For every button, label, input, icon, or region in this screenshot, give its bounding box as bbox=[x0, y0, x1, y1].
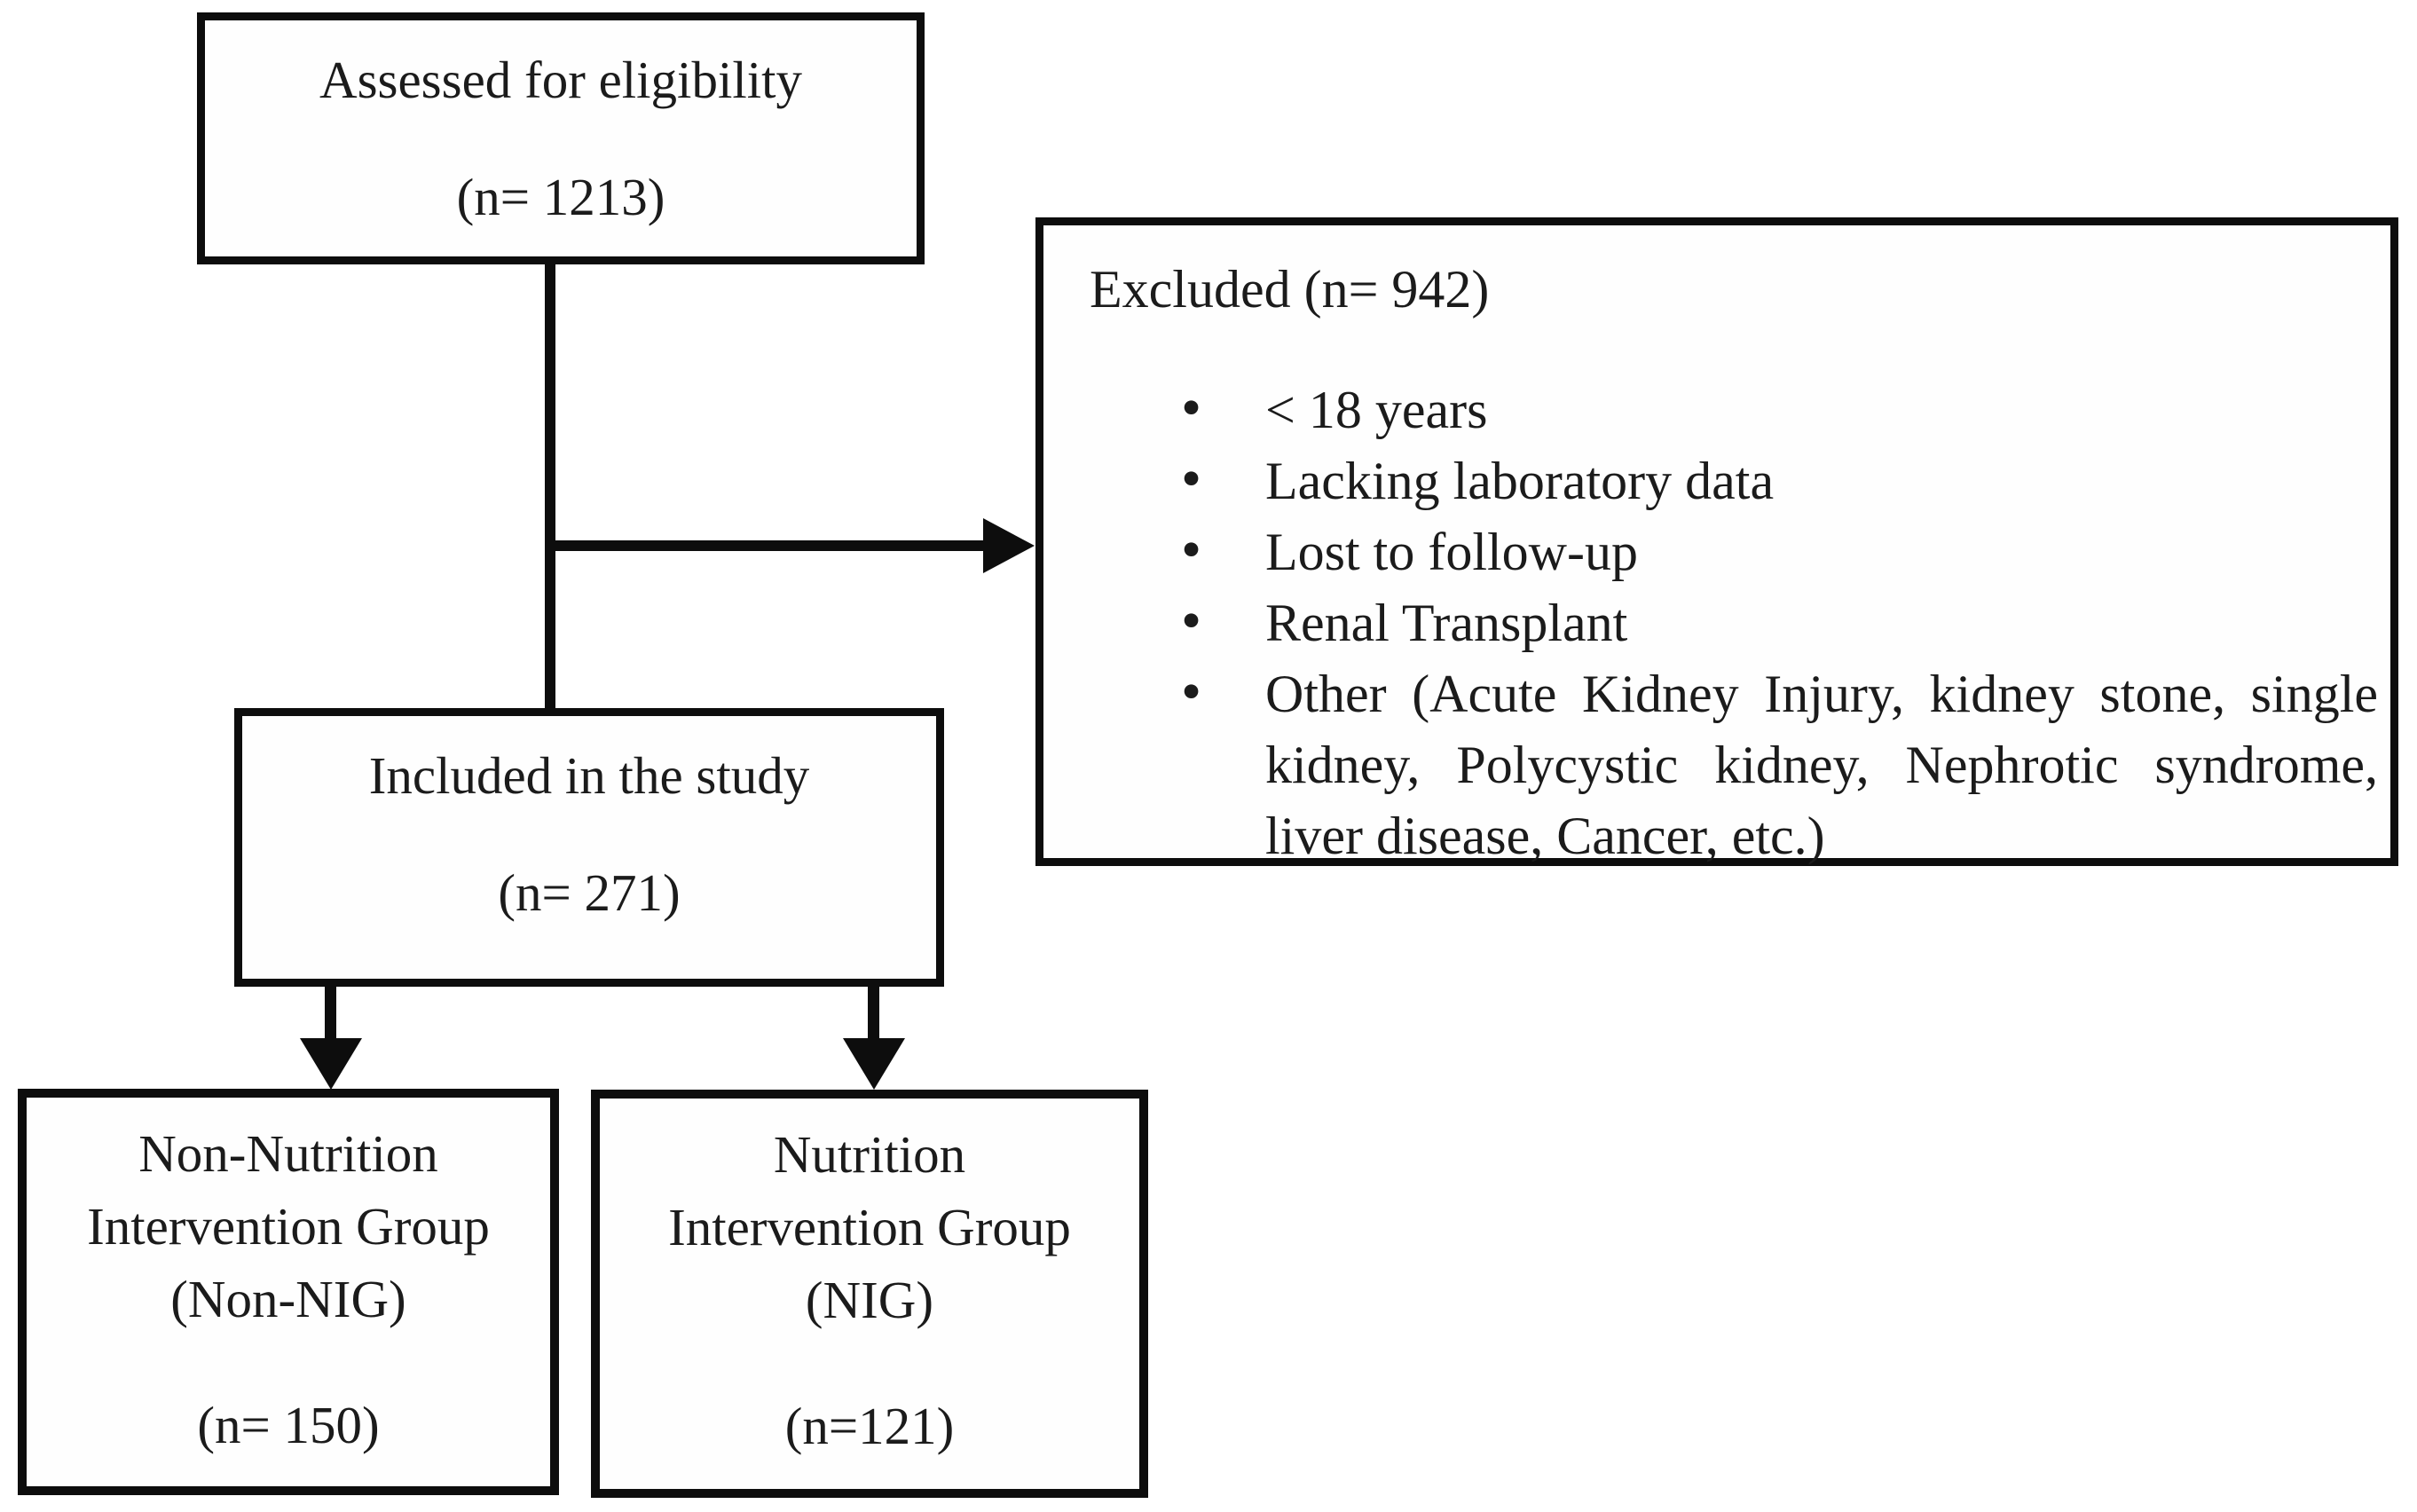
assessed-box: Assessed for eligibility (n= 1213) bbox=[197, 12, 925, 264]
excluded-box: Excluded (n= 942) < 18 years Lacking lab… bbox=[1035, 217, 2398, 866]
excluded-reason-other: Other (Acute Kidney Injury, kidney stone… bbox=[1181, 657, 2378, 871]
arrow-to-excluded-head-icon bbox=[983, 518, 1035, 573]
nig-count: (n=121) bbox=[784, 1397, 955, 1455]
non-nig-count: (n= 150) bbox=[197, 1396, 380, 1454]
excluded-reason-follow-up: Lost to follow-up bbox=[1181, 515, 2378, 587]
non-nig-name-line-2: Intervention Group bbox=[87, 1197, 490, 1256]
excluded-reason-transplant: Renal Transplant bbox=[1181, 586, 2378, 658]
arrow-to-nig-shaft bbox=[868, 983, 879, 1045]
assessed-count: (n= 1213) bbox=[456, 168, 665, 226]
included-title: Included in the study bbox=[368, 746, 810, 805]
non-nig-name-line-1: Non-Nutrition bbox=[138, 1124, 438, 1183]
excluded-header: Excluded (n= 942) bbox=[1090, 260, 1490, 319]
arrow-to-nig-head-icon bbox=[843, 1038, 905, 1090]
excluded-reasons-list: < 18 years Lacking laboratory data Lost … bbox=[1043, 373, 2390, 871]
nig-name-line-1: Nutrition bbox=[773, 1125, 966, 1184]
non-nig-abbreviation: (Non-NIG) bbox=[170, 1270, 406, 1328]
included-box: Included in the study (n= 271) bbox=[234, 708, 944, 987]
nig-abbreviation: (NIG) bbox=[805, 1271, 934, 1329]
arrow-to-non-nig-head-icon bbox=[300, 1038, 362, 1090]
connector-assessed-to-included bbox=[545, 263, 555, 709]
included-count: (n= 271) bbox=[498, 863, 681, 922]
arrow-to-excluded-shaft bbox=[550, 540, 987, 551]
nig-box: Nutrition Intervention Group (NIG) (n=12… bbox=[591, 1090, 1148, 1498]
nig-name-line-2: Intervention Group bbox=[668, 1198, 1071, 1256]
assessed-title: Assessed for eligibility bbox=[319, 51, 803, 109]
arrow-to-non-nig-shaft bbox=[325, 983, 336, 1045]
excluded-reason-lab-data: Lacking laboratory data bbox=[1181, 444, 2378, 516]
excluded-reason-age: < 18 years bbox=[1181, 373, 2378, 445]
non-nig-box: Non-Nutrition Intervention Group (Non-NI… bbox=[18, 1089, 559, 1495]
